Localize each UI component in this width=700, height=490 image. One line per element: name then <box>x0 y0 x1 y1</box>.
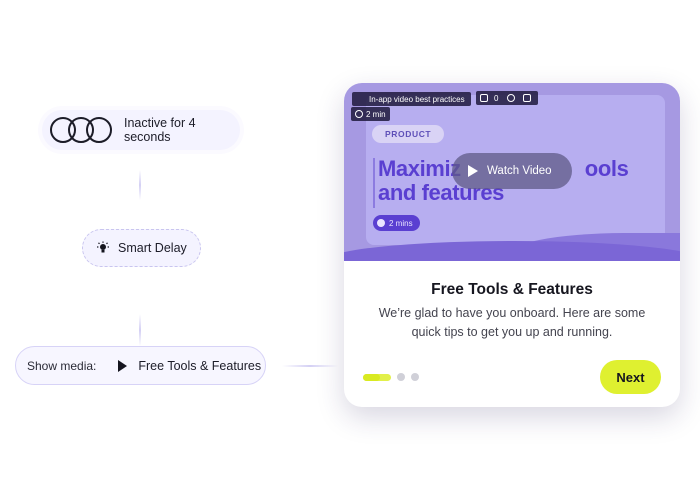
inactive-trigger-node[interactable]: Inactive for 4 seconds <box>42 110 240 150</box>
video-title-text: In-app video best practices <box>369 94 465 104</box>
category-badge: PRODUCT <box>372 125 445 143</box>
play-circle-icon <box>377 219 385 227</box>
headline-line1-right: ools <box>584 156 629 181</box>
smart-delay-node[interactable]: Smart Delay <box>82 229 201 267</box>
show-media-prefix: Show media: <box>27 358 97 373</box>
play-icon <box>118 359 128 372</box>
pagination-dot[interactable] <box>397 373 405 381</box>
duration-pill: 2 mins <box>373 215 420 231</box>
connector-middle <box>139 314 141 346</box>
clock-icon <box>355 110 363 118</box>
video-thumbnail: In-app video best practices 0 2 min PROD… <box>344 83 680 261</box>
next-button[interactable]: Next <box>600 360 661 394</box>
pagination-dot-active[interactable] <box>363 373 391 381</box>
watch-video-label: Watch Video <box>487 165 552 177</box>
show-media-node[interactable]: Show media: Free Tools & Features <box>15 346 266 385</box>
video-time-text: 2 min <box>366 109 386 119</box>
video-actions-chip: 0 <box>476 91 539 105</box>
inactive-trigger-label: Inactive for 4 seconds <box>123 116 196 144</box>
video-title-chip: In-app video best practices <box>352 92 471 106</box>
lightbulb-icon <box>97 241 109 253</box>
comment-count: 0 <box>494 93 499 103</box>
external-link-icon[interactable] <box>523 94 532 102</box>
link-icon[interactable] <box>507 94 516 102</box>
three-rings-icon <box>50 116 113 144</box>
card-body: We’re glad to have you onboard. Here are… <box>378 306 646 340</box>
connector-to-card <box>282 365 338 367</box>
duration-text: 2 mins <box>389 218 413 228</box>
smart-delay-label: Smart Delay <box>118 241 187 255</box>
play-icon <box>468 165 478 177</box>
watch-video-button[interactable]: Watch Video <box>452 153 572 189</box>
video-time-chip: 2 min <box>351 107 390 121</box>
show-media-label: Free Tools & Features <box>138 358 262 373</box>
video-icon <box>356 95 366 103</box>
thumbnail-wave <box>344 241 680 261</box>
comment-icon[interactable] <box>480 94 488 102</box>
headline-accent-bar <box>373 158 375 208</box>
connector-top <box>139 170 141 200</box>
pagination-dots <box>363 373 419 381</box>
media-preview-card: In-app video best practices 0 2 min PROD… <box>344 83 680 407</box>
headline-line1-left: Maximiz <box>378 156 461 181</box>
pagination-dot[interactable] <box>411 373 419 381</box>
card-title: Free Tools & Features <box>431 281 593 298</box>
